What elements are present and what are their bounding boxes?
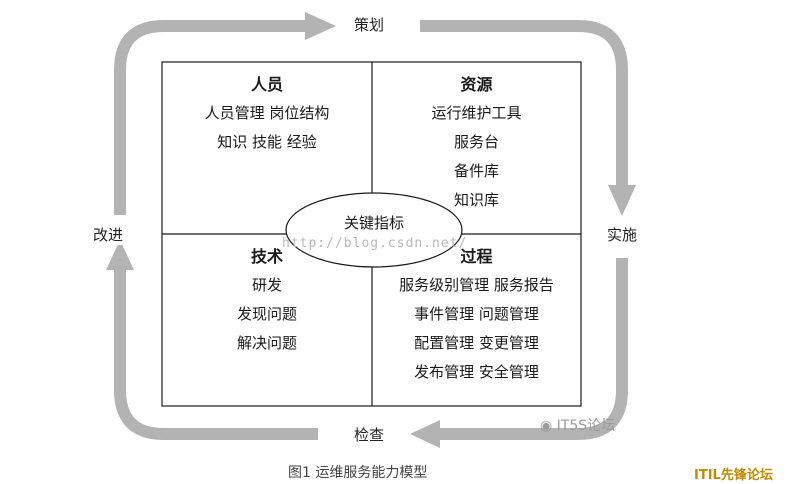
arrow-left-icon: [410, 420, 440, 448]
cycle-segment-top-right: [420, 20, 628, 185]
watermark-url: http://blog.csdn.net/: [282, 236, 468, 251]
chat-bubble-icon: ◉: [540, 418, 553, 434]
logo-text: IT5S论坛: [556, 418, 616, 434]
center-label: 关键指标: [343, 214, 404, 232]
quadrant-process-line: 服务级别管理 服务报告: [399, 276, 554, 294]
quadrant-resources-line: 运行维护工具: [431, 104, 522, 122]
quadrant-technology-line: 研发: [251, 276, 282, 294]
cycle-label-act: 改进: [89, 224, 128, 245]
arrow-down-icon: [608, 185, 636, 216]
logo-mark: ◉ IT5S论坛: [540, 415, 615, 435]
quadrant-technology-line: 解决问题: [236, 334, 297, 352]
quadrant-process-line: 配置管理 变更管理: [414, 334, 539, 352]
arrow-right-icon: [305, 12, 336, 40]
quadrant-resources-line: 知识库: [453, 191, 499, 209]
quadrant-resources-line: 服务台: [453, 133, 499, 151]
quadrant-technology-line: 发现问题: [236, 305, 297, 323]
quadrant-people: 人员 人员管理 岗位结构 知识 技能 经验: [162, 70, 372, 157]
quadrant-people-line: 知识 技能 经验: [217, 133, 317, 151]
cycle-label-check: 检查: [350, 424, 389, 445]
quadrant-resources: 资源 运行维护工具 服务台 备件库 知识库: [372, 70, 581, 215]
center-ellipse: [285, 192, 463, 268]
quadrant-process-line: 事件管理 问题管理: [414, 305, 539, 323]
quadrant-resources-title: 资源: [460, 75, 493, 94]
cycle-label-plan: 策划: [350, 14, 389, 35]
cycle-label-do: 实施: [603, 224, 642, 245]
quadrant-resources-line: 备件库: [453, 162, 499, 180]
cycle-loop: [114, 20, 628, 440]
quadrant-people-title: 人员: [250, 75, 283, 94]
cycle-segment-bottom-left: [114, 270, 318, 440]
quadrant-technology-title: 技术: [250, 247, 283, 266]
quadrant-process-line: 发布管理 安全管理: [414, 363, 539, 381]
quadrant-process: 过程 服务级别管理 服务报告 事件管理 问题管理 配置管理 变更管理 发布管理 …: [372, 242, 581, 387]
cycle-segment-right-bottom: [440, 258, 628, 440]
quadrant-process-title: 过程: [460, 247, 493, 266]
arrow-up-icon: [106, 240, 134, 270]
quadrant-people-line: 人员管理 岗位结构: [204, 104, 330, 122]
brand-label: ITIL先锋论坛: [694, 468, 773, 483]
figure-caption: 图1 运维服务能力模型: [288, 465, 428, 481]
cycle-segment-top-left: [114, 20, 305, 215]
quadrant-technology: 技术 研发 发现问题 解决问题: [162, 242, 372, 358]
